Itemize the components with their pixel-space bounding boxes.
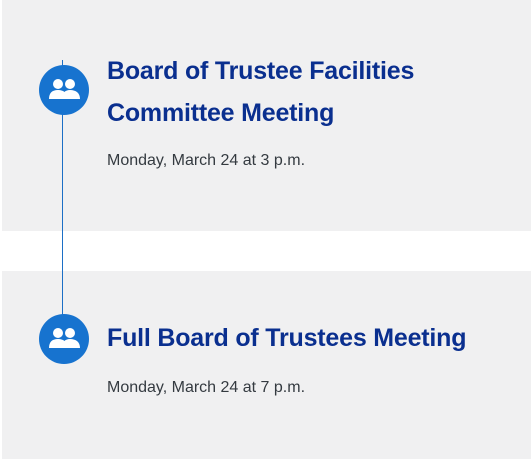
- event-date: Monday, March 24 at 7 p.m.: [107, 379, 306, 396]
- group-users-icon: [39, 314, 89, 364]
- event-title[interactable]: Full Board of Trustees Meeting: [107, 324, 467, 352]
- event-card-facilities-committee: Board of Trustee Facilities Committee Me…: [2, 0, 531, 231]
- timeline-connector: [62, 60, 63, 318]
- event-date: Monday, March 24 at 3 p.m.: [107, 152, 306, 169]
- event-title[interactable]: Board of Trustee Facilities Committee Me…: [107, 57, 415, 127]
- group-users-icon: [39, 65, 89, 115]
- event-card-full-board: Full Board of Trustees Meeting Monday, M…: [2, 271, 531, 459]
